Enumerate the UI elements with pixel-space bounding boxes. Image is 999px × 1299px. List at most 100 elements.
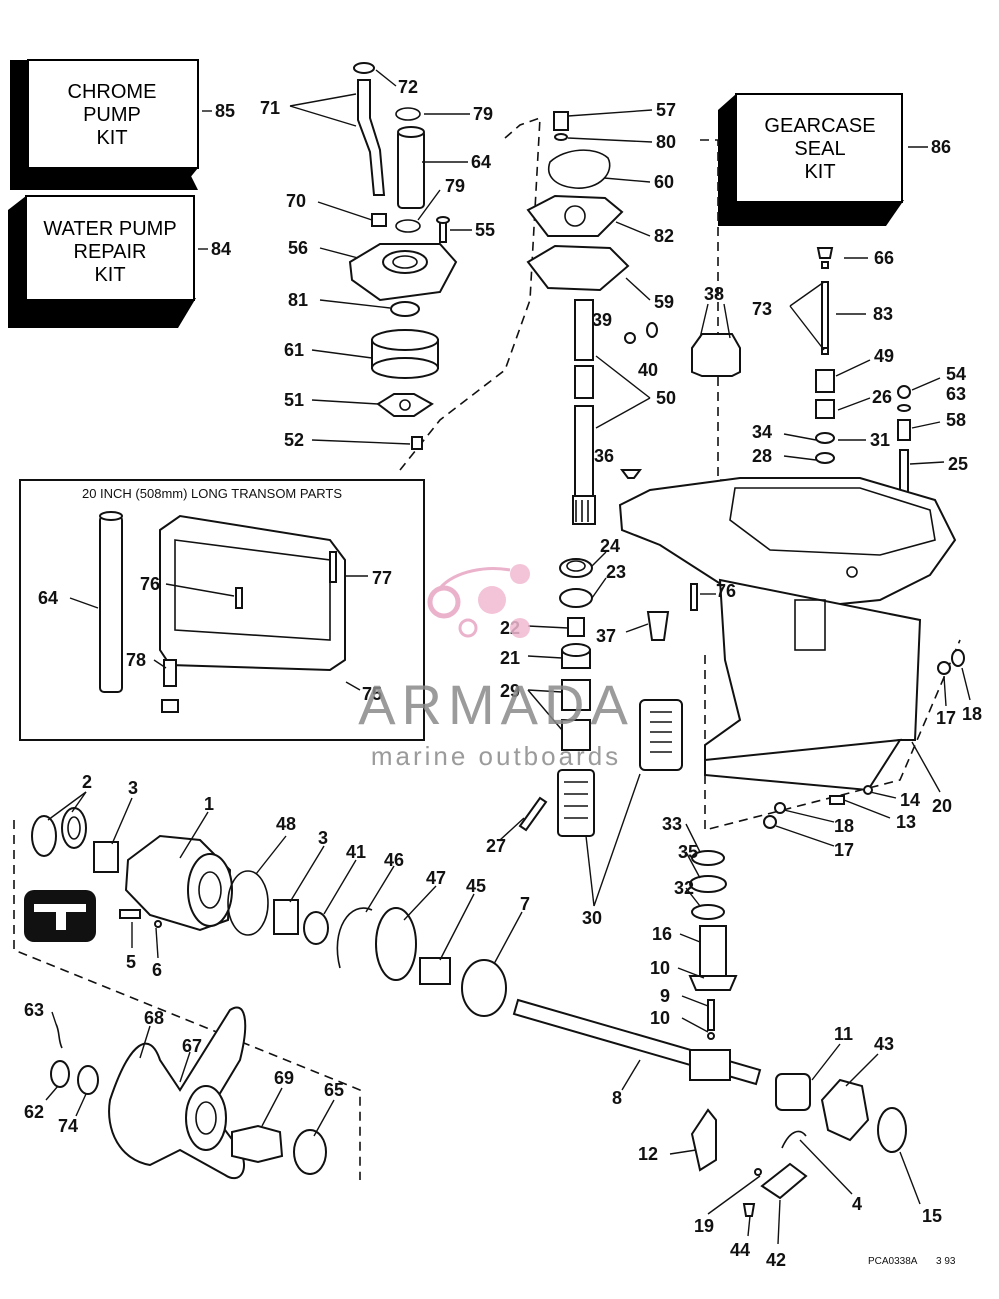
callout-74: 74 [58,1116,78,1136]
callout-40: 40 [638,360,658,380]
callout-17a: 17 [936,708,956,728]
water-pump-kit-box: WATER PUMP REPAIR KIT 84 [8,195,231,328]
watermark-brand: ARMADA [358,673,634,736]
figure-code: PCA0338A [868,1256,918,1267]
callout-5: 5 [126,952,136,972]
callout-2: 2 [82,772,92,792]
callout-56: 56 [288,238,308,258]
callout-3b: 3 [318,828,328,848]
callout-11: 11 [834,1024,853,1044]
watermark-tagline: marine outboards [371,741,621,771]
callout-33: 33 [662,814,682,834]
callout-78: 78 [126,650,146,670]
callout-8: 8 [612,1088,622,1108]
callout-46: 46 [384,850,404,870]
callout-67: 67 [182,1036,202,1056]
chrome-pump-kit-box: CHROME PUMP KIT 85 [10,59,235,190]
callout-63a: 63 [946,384,966,404]
leader-lines [45,69,971,1245]
callout-31: 31 [870,430,890,450]
callout-64: 64 [471,152,491,172]
gearcase-seal-kit-line3: KIT [804,161,835,183]
water-pump-kit-line1: WATER PUMP [43,218,176,240]
gearcase-seal-kit-line1: GEARCASE [764,115,875,137]
callout-81: 81 [288,290,308,310]
chrome-pump-kit-ref: 85 [215,101,235,121]
callout-49: 49 [874,346,894,366]
callout-28: 28 [752,446,772,466]
callout-15: 15 [922,1206,942,1226]
callout-44: 44 [730,1240,750,1260]
callout-45: 45 [466,876,486,896]
callout-41: 41 [346,842,366,862]
callout-21: 21 [500,648,520,668]
gearcase-group-boundary [704,639,961,832]
callout-29: 29 [500,681,520,701]
callout-48: 48 [276,814,296,834]
figure-date: 3 93 [936,1256,956,1267]
callout-30: 30 [582,908,602,928]
callout-27: 27 [486,836,506,856]
callout-71: 71 [260,98,280,118]
callout-3a: 3 [128,778,138,798]
callout-55: 55 [475,220,495,240]
callout-51: 51 [284,390,304,410]
callout-70: 70 [286,191,306,211]
callout-77: 77 [372,568,392,588]
callout-36: 36 [594,446,614,466]
callout-60: 60 [654,172,674,192]
callout-47: 47 [426,868,446,888]
callout-76a: 76 [716,581,736,601]
callout-25: 25 [948,454,968,474]
gearcase-seal-kit-ref: 86 [931,137,951,157]
callout-19: 19 [694,1216,714,1236]
callout-52: 52 [284,430,304,450]
callout-59: 59 [654,292,674,312]
driveshaft-assembly [526,111,741,525]
callout-80: 80 [656,132,676,152]
water-pump-kit-line2: REPAIR [74,241,147,263]
callout-23: 23 [606,562,626,582]
callout-61: 61 [284,340,304,360]
callout-64-inset: 64 [38,588,58,608]
anode-hardware [763,649,965,829]
callout-65: 65 [324,1080,344,1100]
callout-58: 58 [946,410,966,430]
callout-50: 50 [656,388,676,408]
callout-57: 57 [656,100,676,120]
callout-72: 72 [398,77,418,97]
armada-watermark: ARMADA marine outboards [358,564,634,771]
callout-68: 68 [144,1008,164,1028]
callout-63b: 63 [24,1000,44,1020]
callout-66: 66 [874,248,894,268]
chrome-pump-kit-line3: KIT [96,127,127,149]
callout-16: 16 [652,924,672,944]
callout-6: 6 [152,960,162,980]
callout-4: 4 [852,1194,862,1214]
inset-title: 20 INCH (508mm) LONG TRANSOM PARTS [82,486,342,501]
callout-10a: 10 [650,958,670,978]
callout-39: 39 [592,310,612,330]
callout-13: 13 [896,812,916,832]
callout-76-inset: 76 [140,574,160,594]
callout-37: 37 [596,626,616,646]
long-transom-inset: 20 INCH (508mm) LONG TRANSOM PARTS [19,479,425,741]
callout-75: 75 [362,684,382,704]
propeller-assembly [50,1006,327,1180]
armada-logo-mark [427,564,530,638]
callout-54: 54 [946,364,966,384]
gearcase-seal-kit-line2: SEAL [794,138,845,160]
callout-7: 7 [520,894,530,914]
callout-17b: 17 [834,840,854,860]
callout-labels: 72 71 79 64 79 70 55 56 81 61 51 52 57 8… [24,77,982,1270]
callout-79b: 79 [445,176,465,196]
callout-69: 69 [274,1068,294,1088]
water-pump-kit-line3: KIT [94,264,125,286]
gearcase-housing [618,477,957,792]
bearing-housing-assembly [24,807,507,1017]
callout-62: 62 [24,1102,44,1122]
callout-12: 12 [638,1144,658,1164]
callout-18a: 18 [962,704,982,724]
callout-26: 26 [872,387,892,407]
